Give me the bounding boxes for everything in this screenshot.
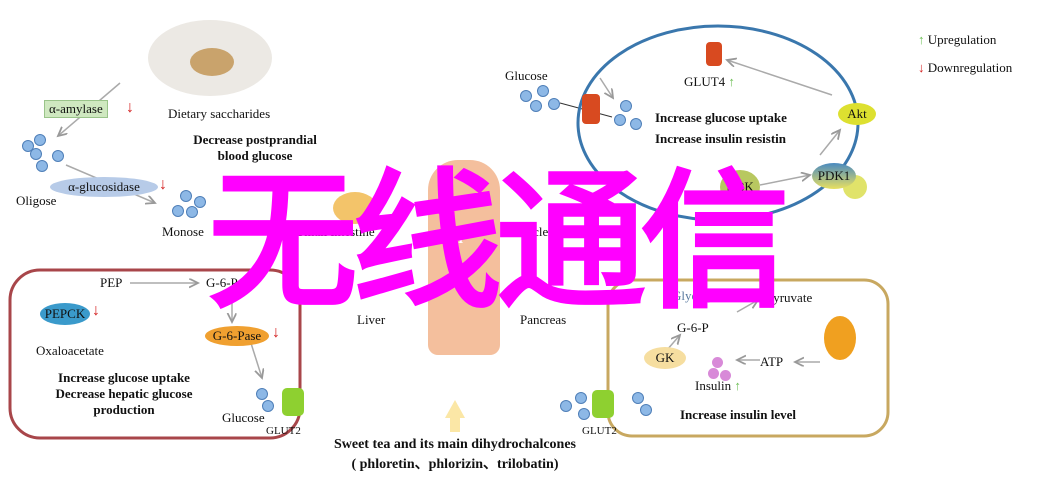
- glycolysis-label: Glycolysis: [672, 288, 728, 303]
- transporter-icon: [582, 94, 600, 124]
- akt-node: Akt: [838, 103, 876, 125]
- legend-downregulation: ↓ Downregulation: [918, 60, 1012, 76]
- g6pase-node: G-6-Pase: [205, 326, 269, 346]
- liver-glucose-label: Glucose: [222, 410, 265, 425]
- glucose-label: Glucose: [505, 68, 548, 83]
- liver-label: Liver: [357, 312, 386, 327]
- gk-node: GK: [644, 347, 686, 369]
- liver-box-outline: [8, 268, 302, 440]
- legend-upregulation: ↑ Upregulation: [918, 32, 996, 48]
- down-arrow-icon: ↓: [918, 60, 925, 75]
- small-intestine-label: Small intestine: [297, 224, 375, 239]
- mitochondria-icon: [824, 316, 856, 360]
- up-arrow-icon: ↑: [918, 32, 925, 47]
- glut4-transporter-icon: [706, 42, 722, 66]
- pi3k-node: PI3K: [720, 170, 760, 204]
- dietary-label: Dietary saccharides: [168, 106, 271, 121]
- glut2-transporter-icon: [592, 390, 614, 418]
- monose-label: Monose: [162, 224, 204, 239]
- oligose-label: Oligose: [16, 193, 57, 208]
- glut4-label: GLUT4 ↑: [684, 74, 735, 89]
- watermark-text: 无线通信: [208, 156, 790, 330]
- g6p-label: G-6-P: [206, 275, 238, 290]
- down-arrow-icon: ↓: [272, 324, 280, 341]
- dm-label: DM: [440, 232, 464, 247]
- glut2-transporter-icon: [282, 388, 304, 416]
- pancreas-effect: Increase insulin level: [680, 407, 797, 422]
- legend-down-label: Downregulation: [927, 60, 1013, 75]
- legend-up-label: Upregulation: [927, 32, 997, 47]
- bottom-caption: Sweet tea and its main dihydrochalcones(…: [333, 437, 577, 472]
- atp-label: ATP: [760, 354, 784, 369]
- down-arrow-icon: ↓: [159, 176, 167, 193]
- glucosidase-label: α-glucosidase: [50, 177, 158, 197]
- up-arrow-icon: [445, 400, 465, 432]
- person-illustration: [428, 160, 500, 355]
- insulin-label: Insulin ↑: [695, 378, 741, 393]
- down-arrow-icon: ↓: [92, 302, 100, 319]
- pep-label: PEP: [100, 275, 123, 290]
- pyruvate-label: Pyruvate: [766, 290, 813, 305]
- down-arrow-icon: ↓: [126, 99, 134, 116]
- pancreas-label: Pancreas: [520, 312, 567, 327]
- pancreas-box-outline: [606, 278, 890, 438]
- muscle-label: Muscle: [510, 224, 549, 239]
- irs-node: IRS: [690, 190, 711, 205]
- pancreas-glut2-label: GLUT2: [582, 425, 617, 437]
- pdk1-node: PDK1: [812, 163, 856, 189]
- pepck-node: PEPCK: [40, 303, 90, 325]
- intestine-icon: [333, 192, 377, 224]
- glut2-label: GLUT2: [266, 425, 301, 437]
- oxaloacetate-label: Oxaloacetate: [36, 343, 104, 358]
- amylase-label: α-amylase: [44, 100, 108, 118]
- pancreas-g6p-label: G-6-P: [677, 320, 709, 335]
